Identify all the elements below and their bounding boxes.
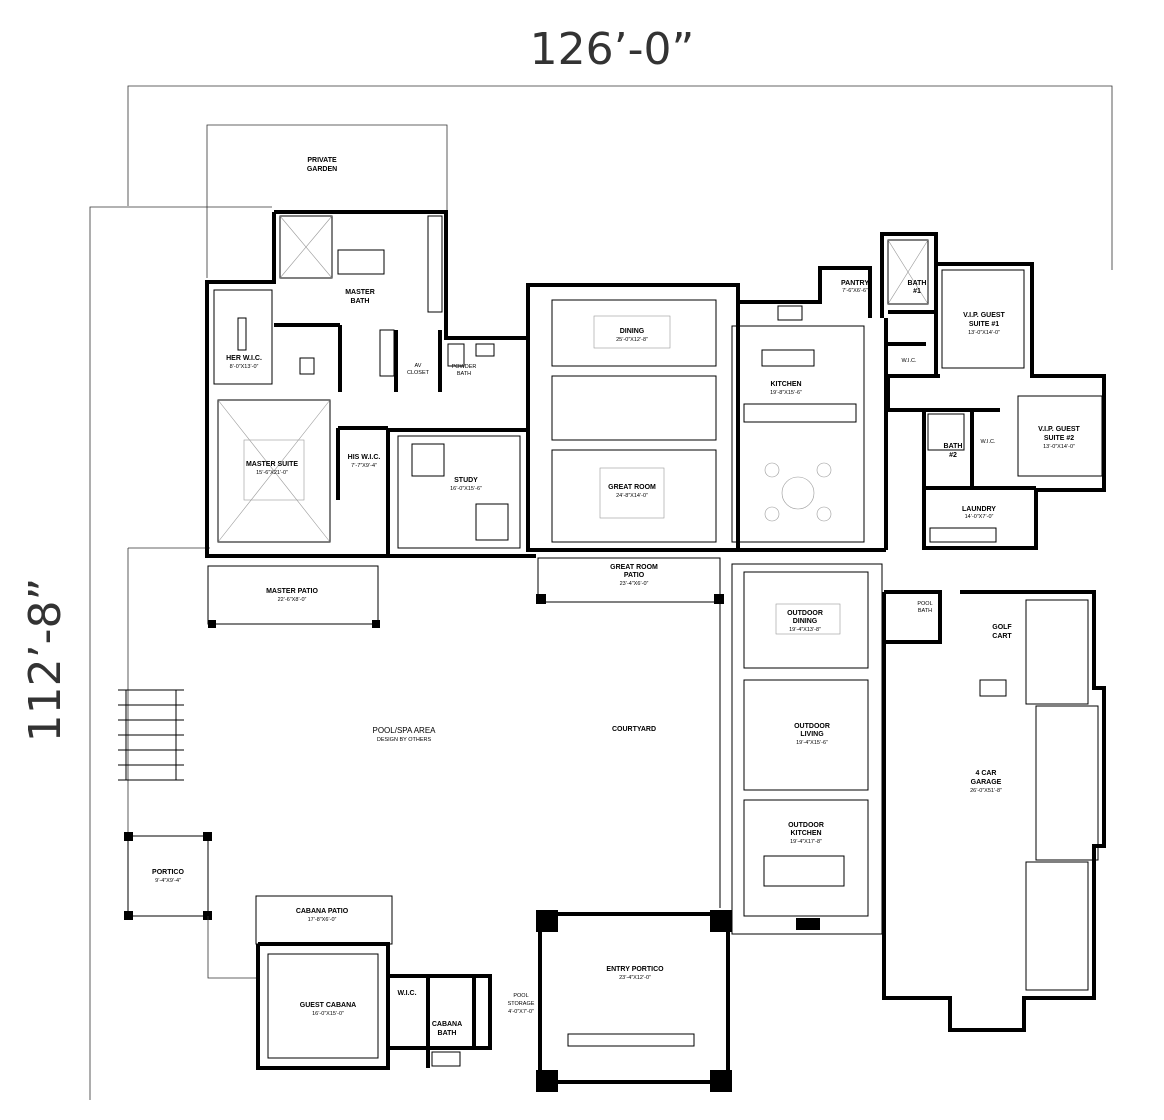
svg-text:4’-0”X7’-0”: 4’-0”X7’-0”: [508, 1009, 534, 1015]
svg-text:DINING: DINING: [793, 618, 818, 625]
svg-text:W.I.C.: W.I.C.: [981, 439, 996, 445]
outdoor-rooms: OUTDOOR DINING 19’-4”X13’-8” OUTDOOR LIV…: [731, 563, 883, 935]
svg-text:CABANA PATIO: CABANA PATIO: [296, 908, 349, 915]
svg-text:BATH: BATH: [438, 1030, 457, 1037]
svg-text:14’-0”X7’-0”: 14’-0”X7’-0”: [965, 514, 994, 520]
svg-text:KITCHEN: KITCHEN: [790, 830, 821, 837]
depth-dimension: 112’-8”: [20, 578, 71, 743]
svg-text:GREAT ROOM: GREAT ROOM: [610, 564, 658, 571]
great-room-patio: GREAT ROOM PATIO 23’-4”X6’-0”: [536, 557, 724, 604]
svg-text:GARDEN: GARDEN: [307, 166, 337, 173]
svg-text:COURTYARD: COURTYARD: [612, 726, 656, 733]
svg-text:KITCHEN: KITCHEN: [770, 381, 801, 388]
svg-text:AV: AV: [415, 363, 422, 369]
svg-text:PATIO: PATIO: [624, 572, 645, 579]
kitchen: KITCHEN 19’-8”X15’-6” PANTRY 7’-6”X6’-6”: [731, 266, 888, 552]
svg-text:7’-6”X6’-6”: 7’-6”X6’-6”: [842, 288, 868, 294]
svg-text:V.I.P. GUEST: V.I.P. GUEST: [963, 312, 1005, 319]
svg-text:BATH: BATH: [457, 371, 471, 377]
svg-text:SUITE #2: SUITE #2: [1044, 435, 1074, 442]
svg-text:MASTER PATIO: MASTER PATIO: [266, 588, 318, 595]
svg-text:CABANA: CABANA: [432, 1021, 462, 1028]
garage: GOLF CART 4 CAR GARAGE 26’-0”X51’-8”: [882, 590, 1106, 1032]
svg-text:OUTDOOR: OUTDOOR: [787, 610, 823, 617]
svg-text:DINING: DINING: [620, 328, 645, 335]
svg-text:PANTRY: PANTRY: [841, 280, 869, 287]
svg-text:PRIVATE: PRIVATE: [307, 157, 337, 164]
svg-text:LAUNDRY: LAUNDRY: [962, 506, 996, 513]
svg-text:MASTER: MASTER: [345, 289, 375, 296]
portico: PORTICO 9’-4”X9’-4”: [124, 832, 258, 979]
svg-text:16’-0”X15’-0”: 16’-0”X15’-0”: [312, 1011, 344, 1017]
svg-text:GUEST CABANA: GUEST CABANA: [300, 1002, 356, 1009]
cabana: CABANA PATIO 17’-8”X6’-0” GUEST CABANA 1…: [255, 895, 535, 1070]
svg-text:23’-4”X6’-0”: 23’-4”X6’-0”: [620, 581, 649, 587]
svg-text:LIVING: LIVING: [800, 731, 824, 738]
svg-text:17’-8”X6’-0”: 17’-8”X6’-0”: [308, 917, 337, 923]
svg-text:BATH: BATH: [908, 280, 927, 287]
svg-text:19’-8”X15’-6”: 19’-8”X15’-6”: [770, 390, 802, 396]
svg-text:13’-0”X14’-0”: 13’-0”X14’-0”: [1043, 444, 1075, 450]
entry-portico: ENTRY PORTICO 23’-4”X12’-0”: [536, 910, 732, 1092]
svg-text:GARAGE: GARAGE: [971, 779, 1002, 786]
svg-text:W.I.C.: W.I.C.: [397, 990, 416, 997]
main-living: DINING 25’-0”X12’-8” GREAT ROOM 24’-8”X1…: [526, 283, 740, 552]
svg-text:STORAGE: STORAGE: [508, 1001, 535, 1007]
svg-text:STUDY: STUDY: [454, 477, 478, 484]
svg-text:POOL/SPA AREA: POOL/SPA AREA: [373, 726, 437, 735]
svg-text:HIS W.I.C.: HIS W.I.C.: [348, 454, 381, 461]
svg-text:POWDER: POWDER: [452, 364, 477, 370]
svg-text:OUTDOOR: OUTDOOR: [794, 723, 830, 730]
svg-text:15’-6”X21’-0”: 15’-6”X21’-0”: [256, 470, 288, 476]
svg-text:16’-0”X15’-6”: 16’-0”X15’-6”: [450, 486, 482, 492]
svg-text:8’-0”X13’-0”: 8’-0”X13’-0”: [230, 364, 259, 370]
svg-text:CLOSET: CLOSET: [407, 370, 430, 376]
svg-text:BATH: BATH: [918, 608, 932, 614]
svg-text:23’-4”X12’-0”: 23’-4”X12’-0”: [619, 975, 651, 981]
svg-text:26’-0”X51’-8”: 26’-0”X51’-8”: [970, 788, 1002, 794]
master-wing: [205, 210, 528, 558]
svg-text:GOLF: GOLF: [992, 624, 1012, 631]
svg-text:HER W.I.C.: HER W.I.C.: [226, 355, 262, 362]
pool-bath: POOL BATH: [884, 590, 942, 644]
svg-text:POOL: POOL: [513, 993, 528, 999]
svg-text:SUITE #1: SUITE #1: [969, 321, 999, 328]
svg-text:DESIGN BY OTHERS: DESIGN BY OTHERS: [377, 737, 432, 743]
svg-text:MASTER SUITE: MASTER SUITE: [246, 461, 298, 468]
svg-text:V.I.P. GUEST: V.I.P. GUEST: [1038, 426, 1080, 433]
svg-text:25’-0”X12’-8”: 25’-0”X12’-8”: [616, 337, 648, 343]
svg-text:4 CAR: 4 CAR: [975, 770, 996, 777]
svg-text:GREAT ROOM: GREAT ROOM: [608, 484, 656, 491]
svg-text:ENTRY PORTICO: ENTRY PORTICO: [606, 966, 664, 973]
svg-text:9’-4”X9’-4”: 9’-4”X9’-4”: [155, 878, 181, 884]
svg-text:19’-4”X17’-8”: 19’-4”X17’-8”: [790, 839, 822, 845]
property-lines: [89, 85, 1113, 1100]
svg-text:22’-6”X8’-0”: 22’-6”X8’-0”: [278, 597, 307, 603]
svg-text:W.I.C.: W.I.C.: [902, 358, 917, 364]
master-patio: MASTER PATIO 22’-6”X8’-0”: [207, 565, 380, 628]
svg-text:#2: #2: [949, 452, 957, 459]
study: STUDY 16’-0”X15’-6”: [388, 428, 536, 558]
pergola: [118, 689, 184, 781]
svg-text:7’-7”X9’-4”: 7’-7”X9’-4”: [351, 463, 377, 469]
svg-text:13’-0”X14’-0”: 13’-0”X14’-0”: [968, 330, 1000, 336]
svg-text:19’-4”X13’-8”: 19’-4”X13’-8”: [789, 627, 821, 633]
private-garden: PRIVATE GARDEN: [206, 124, 448, 278]
svg-text:BATH: BATH: [351, 298, 370, 305]
svg-text:19’-4”X15’-6”: 19’-4”X15’-6”: [796, 740, 828, 746]
width-dimension: 126’-0”: [530, 24, 695, 75]
svg-text:POOL: POOL: [917, 601, 932, 607]
svg-text:OUTDOOR: OUTDOOR: [788, 822, 824, 829]
courtyard: POOL/SPA AREA DESIGN BY OTHERS COURTYARD: [373, 602, 721, 908]
svg-text:PORTICO: PORTICO: [152, 869, 184, 876]
svg-text:BATH: BATH: [944, 443, 963, 450]
guest-wing: BATH #1 W.I.C. V.I.P. GUEST SUITE #1 13’…: [880, 232, 1106, 550]
svg-text:CART: CART: [992, 633, 1012, 640]
svg-text:24’-8”X14’-0”: 24’-8”X14’-0”: [616, 493, 648, 499]
svg-text:#1: #1: [913, 288, 921, 295]
